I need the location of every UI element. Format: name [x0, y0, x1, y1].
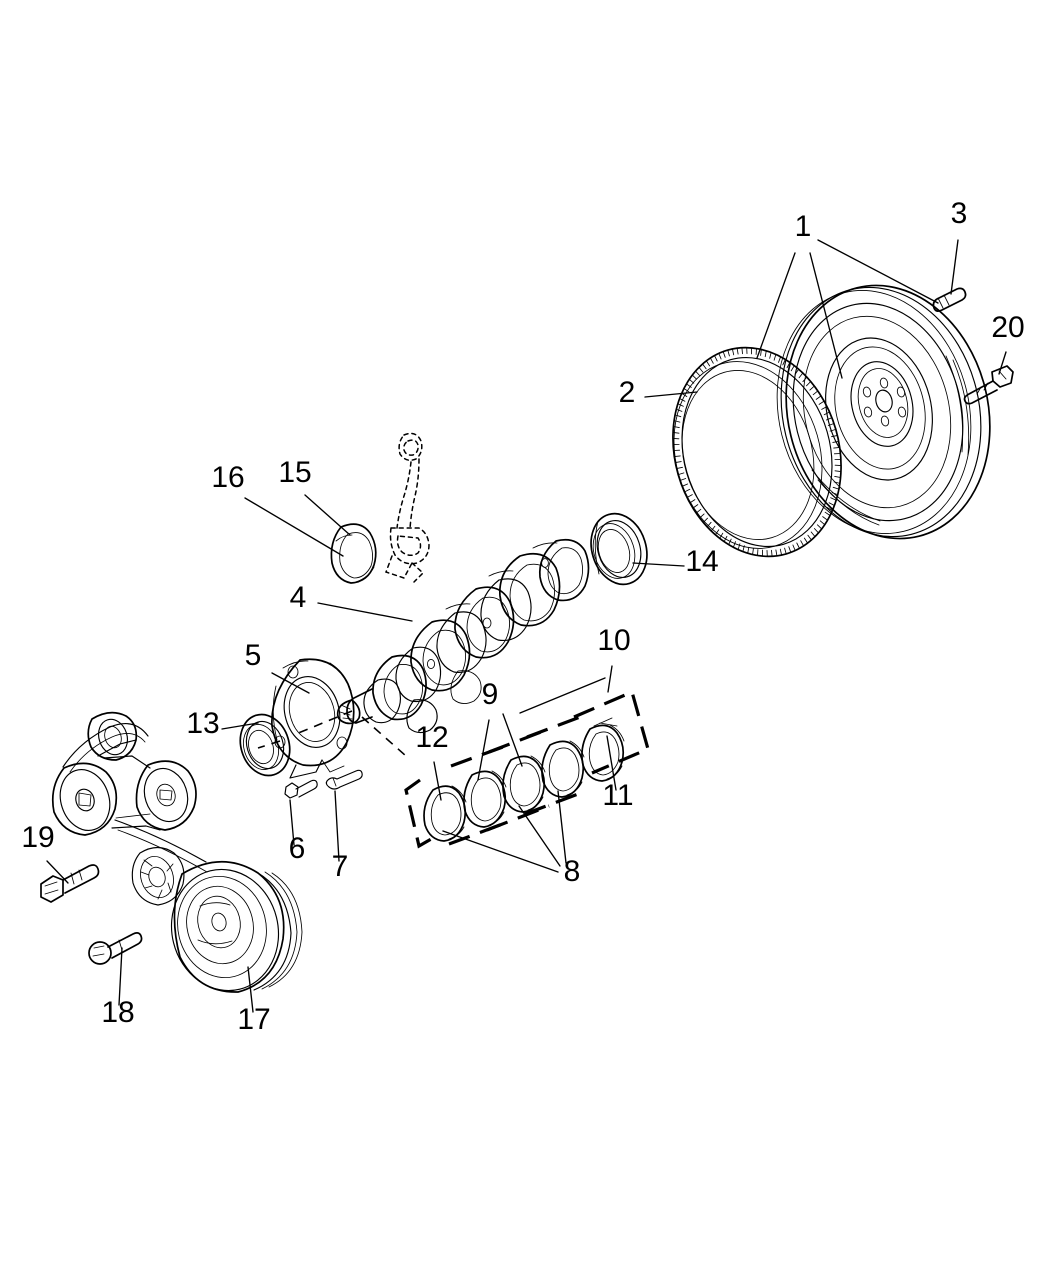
bearing-shell[interactable] — [502, 755, 546, 813]
callout-number-15[interactable]: 15 — [278, 456, 311, 489]
part-rear-oil-seal[interactable] — [583, 507, 656, 592]
callout-number-19[interactable]: 19 — [21, 821, 54, 854]
part-retainer-stud[interactable] — [325, 769, 363, 790]
callout-number-20[interactable]: 20 — [991, 311, 1024, 344]
part-connecting-rod-bearing[interactable] — [330, 523, 377, 584]
callout-number-16[interactable]: 16 — [211, 461, 244, 494]
ring-gear-teeth — [672, 347, 842, 557]
reference-connecting-rod — [385, 432, 430, 583]
callout-number-9[interactable]: 9 — [482, 678, 499, 711]
part-pulley-bolt-short[interactable] — [88, 932, 143, 965]
part-retainer-bolt[interactable] — [284, 779, 318, 799]
callout-number-17[interactable]: 17 — [237, 1003, 270, 1036]
callout-number-6[interactable]: 6 — [289, 832, 306, 865]
bearing-shell[interactable] — [541, 740, 585, 798]
part-seal-retainer-plate[interactable] — [271, 658, 355, 779]
callout-number-7[interactable]: 7 — [332, 850, 349, 883]
callout-number-4[interactable]: 4 — [290, 581, 307, 614]
leader-lines — [46, 239, 1007, 1013]
bearing-shell[interactable] — [423, 785, 467, 842]
callout-number-1[interactable]: 1 — [795, 210, 812, 243]
callout-number-14[interactable]: 14 — [685, 545, 718, 578]
callout-number-3[interactable]: 3 — [951, 197, 968, 230]
callout-number-13[interactable]: 13 — [186, 707, 219, 740]
part-damper-pulley-assembly[interactable] — [51, 711, 303, 1002]
part-dowel-pin[interactable] — [932, 287, 967, 312]
bearing-shell[interactable] — [463, 770, 507, 828]
callout-number-11[interactable]: 11 — [602, 779, 633, 812]
callout-number-5[interactable]: 5 — [245, 639, 262, 672]
part-ring-gear[interactable] — [649, 328, 865, 577]
part-flywheel-bolt[interactable] — [963, 365, 1014, 405]
part-crankshaft[interactable] — [336, 538, 590, 734]
callout-number-8[interactable]: 8 — [564, 855, 581, 888]
bearing-shell[interactable] — [581, 717, 625, 782]
bearing-group-brackets — [404, 689, 650, 849]
callout-number-12[interactable]: 12 — [415, 721, 448, 754]
part-pulley-bolt-long[interactable] — [40, 864, 100, 903]
callout-number-10[interactable]: 10 — [597, 624, 630, 657]
callout-number-18[interactable]: 18 — [101, 996, 134, 1029]
callout-number-2[interactable]: 2 — [619, 376, 636, 409]
part-front-oil-seal[interactable] — [233, 708, 297, 781]
ring-gear-tooth-marks — [672, 347, 842, 557]
part-main-bearing-shells[interactable] — [423, 717, 625, 842]
part-flywheel[interactable] — [752, 264, 1016, 561]
